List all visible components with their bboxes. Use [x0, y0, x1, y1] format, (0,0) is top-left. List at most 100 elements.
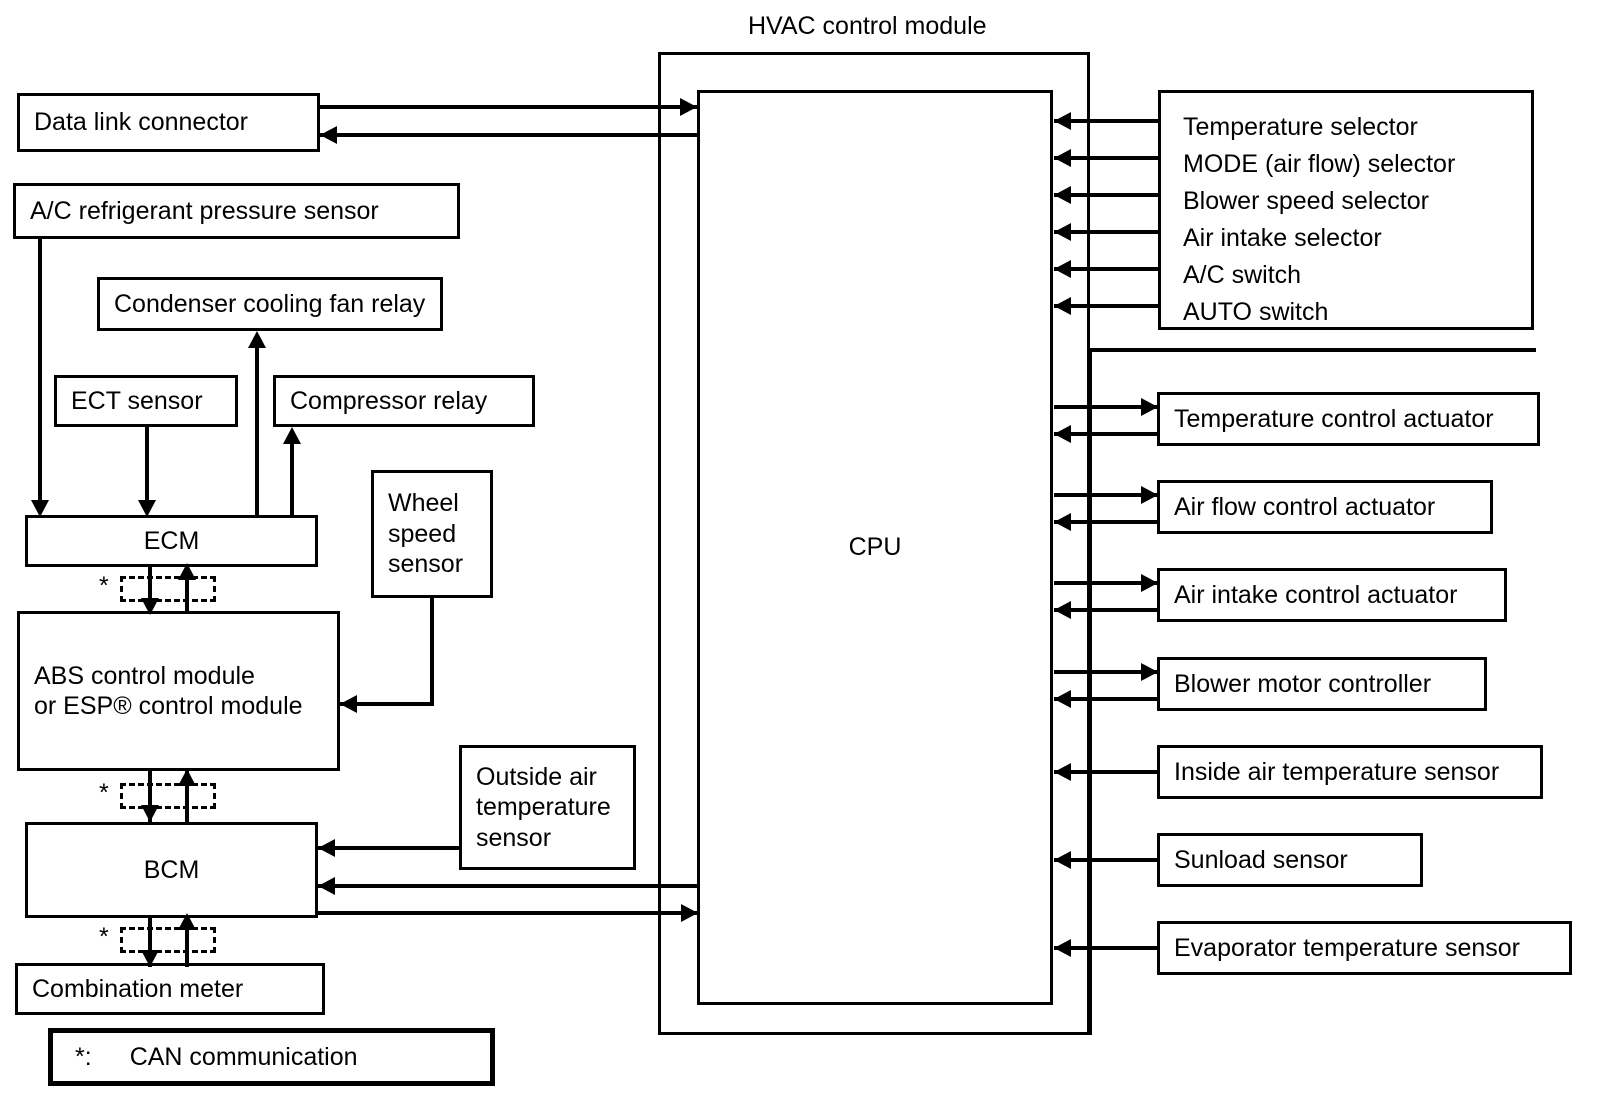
arrowhead-airflow-actuator-to-cpu [1054, 513, 1071, 531]
line-bcm-to-meter [148, 917, 152, 967]
line-ecm-to-compressor-relay [290, 432, 294, 515]
can-marker-ecm-abs: * [99, 572, 109, 600]
line-acpressure-to-ecm [38, 239, 42, 511]
arrowhead-ecm-to-abs [141, 598, 159, 615]
line-auto-switch [1054, 304, 1160, 308]
line-temperature-actuator-to-cpu [1054, 432, 1159, 436]
arrowhead-bcm-to-meter [141, 950, 159, 967]
line-cpu-to-airflow-actuator [1054, 493, 1159, 497]
block-combination-meter: Combination meter [15, 963, 325, 1015]
arrowhead-temperature-selector [1054, 112, 1071, 130]
control-panel-item-blower-speed-selector: Blower speed selector [1183, 187, 1429, 215]
arrowhead-temperature-actuator-to-cpu [1054, 425, 1071, 443]
arrowhead-inside-air-temp-sensor-to-cpu [1054, 763, 1071, 781]
arrowhead-auto-switch [1054, 297, 1071, 315]
block-blower-motor-controller: Blower motor controller [1157, 657, 1487, 711]
legend-marker: *: [75, 1042, 92, 1071]
arrowhead-airintake-actuator-to-cpu [1054, 601, 1071, 619]
line-dlc-to-cpu [320, 105, 698, 109]
line-wheelspeed-to-abs [340, 702, 434, 706]
line-airintake-actuator-to-cpu [1054, 608, 1159, 612]
block-abs-control-module: ABS control module or ESP® control modul… [17, 611, 340, 771]
arrowhead-ect-to-ecm [138, 500, 156, 517]
control-panel-item-auto-switch: AUTO switch [1183, 298, 1329, 326]
arrowhead-mode-selector [1054, 149, 1071, 167]
arrowhead-bcm-to-abs [178, 769, 196, 786]
arrowhead-evaporator-temp-sensor-to-cpu [1054, 939, 1071, 957]
line-abs-to-bcm [148, 771, 152, 823]
line-bcm-to-abs [185, 771, 189, 823]
arrowhead-blower-motor-controller-to-cpu [1054, 690, 1071, 708]
line-meter-to-bcm [185, 917, 189, 967]
arrowhead-cpu-to-airflow-actuator [1141, 486, 1158, 504]
block-condenser-cooling-fan-relay: Condenser cooling fan relay [97, 277, 443, 331]
arrowhead-meter-to-bcm [178, 913, 196, 930]
line-abs-to-ecm [185, 567, 189, 611]
line-cpu-to-airintake-actuator [1054, 581, 1159, 585]
arrowhead-abs-to-bcm [141, 805, 159, 822]
diagram-title: HVAC control module [748, 12, 987, 40]
block-evaporator-temperature-sensor: Evaporator temperature sensor [1157, 921, 1572, 975]
arrowhead-bcm-to-cpu [681, 904, 698, 922]
block-ecm: ECM [25, 515, 318, 567]
control-panel-item-ac-switch: A/C switch [1183, 261, 1302, 289]
line-blower-speed-selector [1054, 193, 1160, 197]
can-marker-abs-bcm: * [99, 779, 109, 807]
arrowhead-air-intake-selector [1054, 223, 1071, 241]
arrowhead-cpu-to-airintake-actuator [1141, 574, 1158, 592]
control-panel-item-temperature-selector: Temperature selector [1183, 113, 1418, 141]
arrowhead-acpressure-to-ecm [31, 500, 49, 517]
line-cpu-to-blower-motor-controller [1054, 670, 1159, 674]
line-wheelspeed-down [430, 598, 434, 706]
cpu-box: CPU [697, 90, 1053, 1005]
can-dashed-box-bcm-meter [120, 927, 216, 953]
arrowhead-ac-switch [1054, 260, 1071, 278]
line-ac-switch [1054, 267, 1160, 271]
line-evaporator-temp-sensor-to-cpu [1054, 946, 1159, 950]
block-wheel-speed-sensor: Wheel speed sensor [371, 470, 493, 598]
can-dashed-box-ecm-abs [120, 576, 216, 602]
bus-vertical-outer [1088, 348, 1092, 1035]
line-airflow-actuator-to-cpu [1054, 520, 1159, 524]
arrowhead-cpu-to-dlc [320, 126, 337, 144]
arrowhead-cpu-to-bcm [318, 877, 335, 895]
legend-can-communication: *: CAN communication [48, 1028, 495, 1086]
legend-text: CAN communication [129, 1042, 358, 1071]
arrowhead-cpu-to-temperature-actuator [1141, 398, 1158, 416]
control-panel-item-mode-selector: MODE (air flow) selector [1183, 150, 1456, 178]
block-inside-air-temperature-sensor: Inside air temperature sensor [1157, 745, 1543, 799]
arrowhead-wheelspeed-to-abs [340, 695, 357, 713]
line-sunload-sensor-to-cpu [1054, 858, 1159, 862]
line-air-intake-selector [1054, 230, 1160, 234]
block-outside-air-temperature-sensor: Outside air temperature sensor [459, 745, 636, 870]
block-control-panel-inputs: Temperature selector MODE (air flow) sel… [1158, 90, 1534, 330]
line-mode-selector [1054, 156, 1160, 160]
line-ect-to-ecm [145, 427, 149, 511]
line-ecm-to-abs [148, 567, 152, 611]
block-compressor-relay: Compressor relay [273, 375, 535, 427]
arrowhead-outsideair-to-bcm [318, 839, 335, 857]
bus-top-horizontal [1088, 348, 1536, 352]
control-panel-item-air-intake-selector: Air intake selector [1183, 224, 1382, 252]
arrowhead-blower-speed-selector [1054, 186, 1071, 204]
line-cpu-to-temperature-actuator [1054, 405, 1159, 409]
line-blower-motor-controller-to-cpu [1054, 697, 1159, 701]
arrowhead-ecm-to-compressor-relay [283, 427, 301, 444]
can-marker-bcm-meter: * [99, 923, 109, 951]
line-bcm-to-cpu [318, 911, 698, 915]
line-cpu-to-dlc [320, 133, 698, 137]
block-temperature-control-actuator: Temperature control actuator [1157, 392, 1540, 446]
arrowhead-abs-to-ecm [178, 563, 196, 580]
arrowhead-dlc-to-cpu [680, 98, 697, 116]
line-inside-air-temp-sensor-to-cpu [1054, 770, 1159, 774]
arrowhead-ecm-to-condenser-fan-relay [248, 331, 266, 348]
block-air-flow-control-actuator: Air flow control actuator [1157, 480, 1493, 534]
block-ac-refrigerant-pressure-sensor: A/C refrigerant pressure sensor [13, 183, 460, 239]
line-temperature-selector [1054, 119, 1160, 123]
line-cpu-to-bcm [318, 884, 700, 888]
block-sunload-sensor: Sunload sensor [1157, 833, 1423, 887]
cpu-label: CPU [848, 533, 902, 561]
arrowhead-cpu-to-blower-motor-controller [1141, 663, 1158, 681]
arrowhead-sunload-sensor-to-cpu [1054, 851, 1071, 869]
